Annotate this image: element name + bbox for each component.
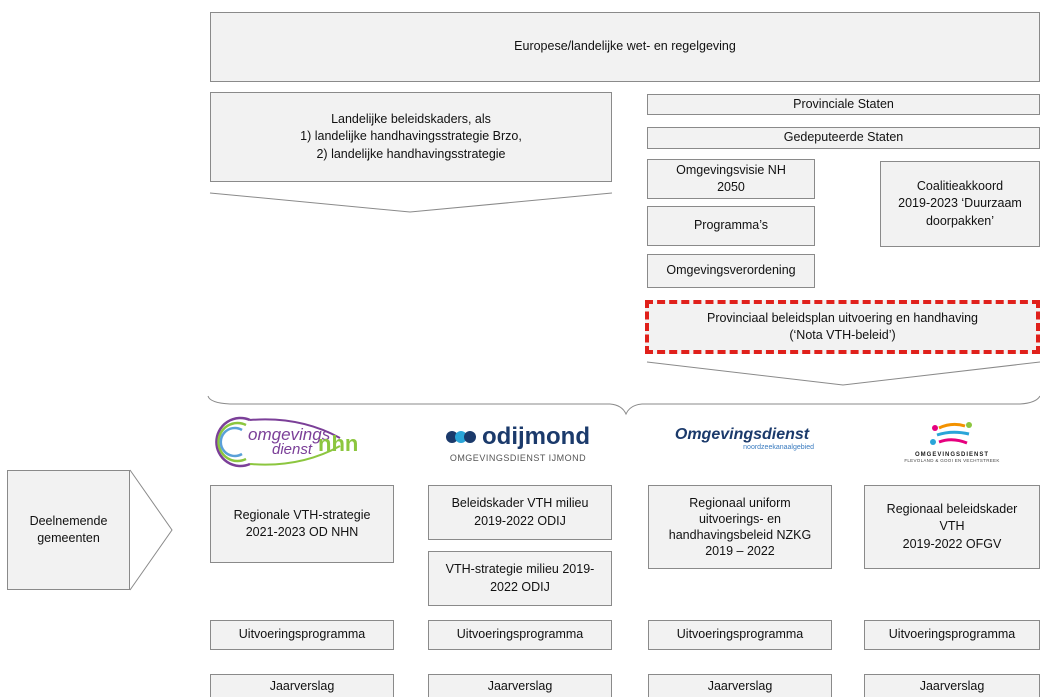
ofgv-report-box: Jaarverslag — [864, 674, 1040, 697]
logo-ofgv: OMGEVINGSDIENST FLEVOLAND & GOOI EN VECH… — [872, 414, 1032, 468]
odij-strategy-box: Beleidskader VTH milieu 2019-2022 ODIJ — [428, 485, 612, 540]
odij-strategy2-label: VTH-strategie milieu 2019- 2022 ODIJ — [445, 562, 595, 594]
odij-strategy2-box: VTH-strategie milieu 2019- 2022 ODIJ — [428, 551, 612, 606]
odij-program-label: Uitvoeringsprogramma — [456, 627, 584, 642]
provinciale-staten-box: Provinciale Staten — [647, 94, 1040, 115]
nhn-program-label: Uitvoeringsprogramma — [238, 627, 366, 642]
ofgv-strategy-label: Regionaal beleidskader VTH 2019-2022 OFG… — [886, 501, 1018, 551]
curly-brace — [207, 395, 1040, 416]
nhn-strategy-label: Regionale VTH-strategie 2021-2023 OD NHN — [233, 507, 371, 540]
gemeenten-box: Deelnemende gemeenten — [7, 470, 130, 590]
national-chevron — [209, 192, 613, 213]
ofgv-logo-mark — [930, 421, 972, 445]
province-chevron — [646, 361, 1040, 386]
nzkg-strategy-label: Regionaal uniform uitvoerings- en handha… — [668, 495, 812, 559]
odijmond-dots-icon — [446, 431, 476, 443]
odij-strategy-label: Beleidskader VTH milieu 2019-2022 ODIJ — [451, 496, 589, 528]
odijmond-brand: odijmond — [482, 423, 590, 450]
nhn-logo-mark — [215, 416, 341, 468]
beleidsplan-box: Provinciaal beleidsplan uitvoering en ha… — [645, 300, 1040, 354]
logo-nzkg: Omgevingsdienst noordzeekanaalgebied — [652, 418, 832, 458]
beleidsplan-label: Provinciaal beleidsplan uitvoering en ha… — [706, 310, 979, 343]
national-item-1: 1) landelijke handhavingsstrategie Brzo, — [300, 129, 522, 144]
gemeenten-label: Deelnemende gemeenten — [29, 513, 108, 546]
legislation-box: Europese/landelijke wet- en regelgeving — [210, 12, 1040, 82]
nzkg-report-box: Jaarverslag — [648, 674, 832, 697]
ofgv-brand: OMGEVINGSDIENST — [914, 451, 989, 458]
nhn-text-1: omgevings — [248, 425, 331, 444]
national-item-2: 2) landelijke handhavingsstrategie — [316, 146, 506, 161]
national-title: Landelijke beleidskaders, als — [331, 111, 491, 126]
ofgv-program-label: Uitvoeringsprogramma — [888, 627, 1016, 642]
nzkg-program-box: Uitvoeringsprogramma — [648, 620, 832, 650]
nhn-program-box: Uitvoeringsprogramma — [210, 620, 394, 650]
ofgv-strategy-box: Regionaal beleidskader VTH 2019-2022 OFG… — [864, 485, 1040, 569]
provinciale-staten-label: Provinciale Staten — [793, 96, 894, 111]
nhn-text-2: dienst — [272, 441, 313, 458]
nhn-report-label: Jaarverslag — [269, 679, 335, 693]
nhn-text-3: nhn — [318, 431, 359, 456]
nhn-strategy-box: Regionale VTH-strategie 2021-2023 OD NHN — [210, 485, 394, 563]
logo-omgevingsdienst-nhn: omgevings dienst nhn — [210, 412, 390, 468]
gemeenten-arrow — [129, 469, 173, 591]
ofgv-program-box: Uitvoeringsprogramma — [864, 620, 1040, 650]
nzkg-strategy-box: Regionaal uniform uitvoerings- en handha… — [648, 485, 832, 569]
nzkg-report-label: Jaarverslag — [707, 679, 773, 693]
nzkg-program-label: Uitvoeringsprogramma — [676, 627, 804, 642]
logo-odijmond: odijmond OMGEVINGSDIENST IJMOND — [428, 418, 608, 468]
odij-report-box: Jaarverslag — [428, 674, 612, 697]
ofgv-sub: FLEVOLAND & GOOI EN VECHTSTREEK — [904, 457, 1000, 463]
coalitieakkoord-box: Coalitieakkoord 2019-2023 ‘Duurzaam door… — [880, 161, 1040, 247]
programmas-label: Programma’s — [693, 218, 769, 233]
gedeputeerde-staten-box: Gedeputeerde Staten — [647, 127, 1040, 149]
gedeputeerde-staten-label: Gedeputeerde Staten — [783, 130, 904, 145]
programmas-box: Programma’s — [647, 206, 815, 246]
ofgv-report-label: Jaarverslag — [919, 679, 985, 693]
nzkg-brand: Omgevingsdienst — [674, 425, 810, 443]
odijmond-sub: OMGEVINGSDIENST IJMOND — [449, 453, 587, 463]
odij-report-label: Jaarverslag — [487, 679, 553, 693]
omgevingsvisie-label: Omgevingsvisie NH 2050 — [676, 162, 786, 195]
omgevingsverordening-box: Omgevingsverordening — [647, 254, 815, 288]
national-frameworks-box: Landelijke beleidskaders, als 1) landeli… — [210, 92, 612, 182]
coalitieakkoord-label: Coalitieakkoord 2019-2023 ‘Duurzaam door… — [898, 178, 1022, 228]
omgevingsverordening-label: Omgevingsverordening — [666, 263, 796, 278]
omgevingsvisie-box: Omgevingsvisie NH 2050 — [647, 159, 815, 199]
nzkg-sub: noordzeekanaalgebied — [743, 443, 814, 451]
odij-program-box: Uitvoeringsprogramma — [428, 620, 612, 650]
nhn-report-box: Jaarverslag — [210, 674, 394, 697]
legislation-label: Europese/landelijke wet- en regelgeving — [514, 39, 736, 54]
